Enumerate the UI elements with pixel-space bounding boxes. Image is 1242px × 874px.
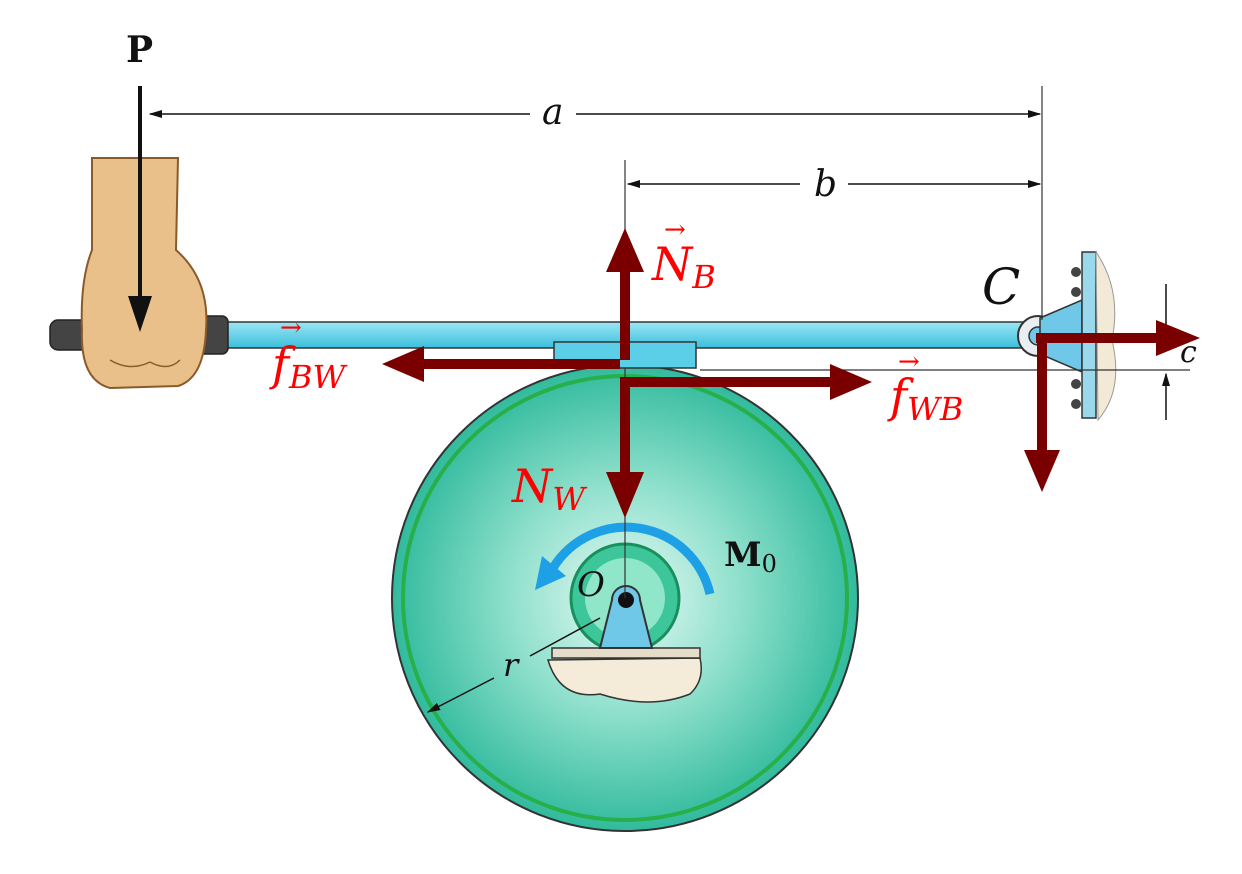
- friction-wb-vec: →: [898, 347, 920, 377]
- svg-text:NB: NB: [651, 237, 716, 296]
- radius-dimension: [426, 617, 601, 713]
- reaction-c-horizontal-arrow: [1036, 320, 1200, 356]
- force-arrows: [382, 228, 1200, 518]
- friction-bw-vec: →: [280, 313, 302, 343]
- normal-w-arrow: [606, 382, 644, 518]
- moment-label-main: M: [724, 535, 762, 575]
- svg-text:NW: NW: [511, 459, 588, 518]
- dim-b-label: b: [814, 164, 837, 205]
- normal-w-label-main: N: [511, 459, 554, 513]
- normal-b-label-sub: B: [691, 258, 716, 296]
- force-p-label: P: [126, 29, 153, 71]
- dim-c-label: c: [1180, 335, 1197, 370]
- normal-b-label: → NB: [651, 215, 716, 296]
- moment-label: M0: [724, 535, 777, 578]
- dim-a-label: a: [542, 92, 563, 133]
- reaction-c-vertical-arrow: [1024, 336, 1060, 492]
- normal-w-label-sub: W: [552, 480, 588, 518]
- friction-wb-label: → fWB: [887, 347, 963, 428]
- moment-arrow: [535, 522, 715, 596]
- normal-b-arrow: [606, 228, 644, 360]
- friction-bw-label-sub: BW: [288, 358, 349, 396]
- friction-wb-label-sub: WB: [907, 390, 963, 428]
- pivot-support: [546, 585, 702, 703]
- pin-c-label: C: [982, 258, 1020, 316]
- dimension-lines: [148, 86, 1190, 420]
- hand: [80, 157, 208, 390]
- radius-r-label: r: [503, 646, 520, 684]
- center-o-label: O: [577, 565, 605, 605]
- force-p-arrow: [128, 86, 152, 332]
- normal-b-vec: →: [664, 215, 686, 245]
- moment-label-sub: 0: [762, 550, 777, 578]
- normal-b-label-main: N: [651, 237, 694, 291]
- friction-wb-arrow: [620, 364, 872, 400]
- friction-bw-arrow: [382, 346, 620, 382]
- normal-w-label: NW: [511, 459, 588, 518]
- svg-text:fWB: fWB: [887, 369, 963, 428]
